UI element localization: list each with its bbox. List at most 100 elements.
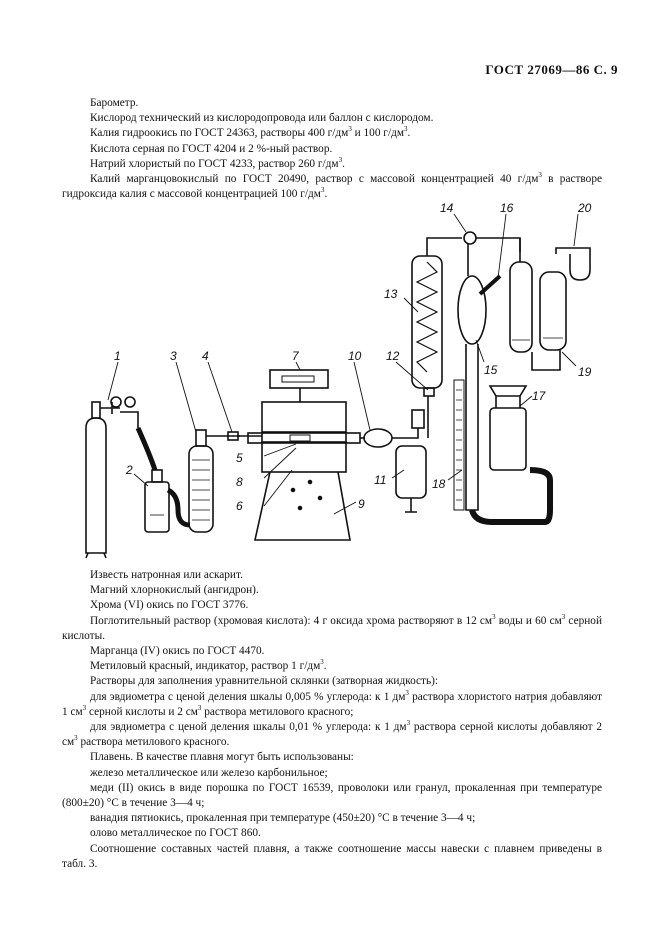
text-run: Калия гидроокись по ГОСТ 24363, растворы… — [90, 127, 349, 140]
paragraph: ванадия пятиокись, прокаленная при темпе… — [62, 811, 602, 826]
callout-label-17: 17 — [532, 389, 547, 403]
superscript: 3 — [538, 171, 542, 180]
paragraph: железо металлическое или железо карбонил… — [62, 766, 602, 781]
wash-bottle — [144, 481, 170, 533]
paragraph: для эвдиометра с ценой деления шкалы 0,0… — [62, 688, 602, 720]
text-run: Известь натронная или аскарит. — [90, 569, 243, 581]
furnace-stand — [254, 471, 351, 541]
text-run: . — [342, 157, 345, 170]
text-run: серной кислоты. — [62, 614, 602, 642]
oxygen-cylinder — [85, 417, 107, 554]
text-run: Растворы для заполнения уравнительной ск… — [90, 675, 439, 688]
callout-label-16: 16 — [500, 201, 514, 215]
callout-label-9: 9 — [358, 497, 365, 511]
superscript: 3 — [82, 704, 87, 713]
text-run: раствора метилового красного; — [201, 705, 354, 718]
text-run: ванадия пятиокись, прокаленная при темпе… — [90, 812, 476, 825]
text-run: С в течение 3—4 ч; — [111, 797, 205, 810]
paragraph: Магний хлорнокислый (ангидрон). — [62, 583, 602, 598]
callout-label-5: 5 — [236, 451, 243, 465]
paragraph: Растворы для заполнения уравнительной ск… — [62, 674, 602, 689]
drying-column — [188, 445, 214, 533]
reagents-list-top: Барометр. Кислород технический из кислоро… — [62, 96, 602, 202]
callout-label-8: 8 — [236, 475, 243, 489]
text-run: раствора метилового красного. — [77, 736, 230, 749]
superscript: 3 — [197, 704, 202, 713]
callout-label-10: 10 — [348, 349, 362, 363]
paragraph: Калий марганцовокислый по ГОСТ 20490, ра… — [62, 172, 602, 202]
text-run: Плавень. В качестве плавня могут быть ис… — [90, 751, 354, 764]
text-run: серной кислоты и 2 см — [86, 705, 198, 718]
paragraph: Кислород технический из кислородопровода… — [62, 111, 602, 126]
paragraph: Марганца (IV) окись по ГОСТ 4470. — [62, 644, 602, 659]
callout-label-1: 1 — [114, 349, 121, 363]
absorber-bulb — [363, 428, 393, 448]
superscript: 3 — [74, 734, 78, 743]
text-run: Магний хлорнокислый (ангидрон). — [90, 584, 259, 597]
paragraph: Хрома (VI) окись по ГОСТ 3776. — [62, 598, 602, 613]
paragraph: Барометр. — [62, 96, 602, 111]
superscript: 3 — [405, 688, 409, 697]
superscript: 3 — [406, 719, 411, 728]
text-run: Соотношение составных частей плавня, а т… — [62, 842, 602, 870]
text-run: Хрома (VI) окись по ГОСТ 3776. — [90, 599, 249, 612]
paragraph: олово металлическое по ГОСТ 860. — [62, 826, 602, 841]
tap-12 — [423, 387, 435, 397]
text-run: Калий марганцовокислый по ГОСТ 20490, ра… — [90, 173, 539, 186]
callout-label-15: 15 — [484, 363, 498, 377]
paragraph: для эвдиометра с ценой деления шкалы 0,0… — [62, 720, 602, 750]
paragraph: Соотношение составных частей плавня, а т… — [62, 842, 602, 872]
paragraph: Кислота серная по ГОСТ 4204 и 2 %-ный ра… — [62, 142, 602, 157]
text-run: Поглотительный раствор (хромовая кислота… — [90, 614, 493, 627]
three-way-tap — [463, 231, 477, 245]
callout-label-12: 12 — [386, 349, 400, 363]
callout-label-13: 13 — [384, 287, 398, 301]
callout-label-14: 14 — [440, 201, 454, 215]
paragraph: меди (II) окись в виде порошка по ГОСТ 1… — [62, 781, 602, 811]
text-run: Метиловый красный, индикатор, раствор 1 … — [90, 660, 321, 673]
paragraph: Плавень. В качестве плавня могут быть ис… — [62, 750, 602, 765]
text-run: Марганца (IV) окись по ГОСТ 4470. — [90, 645, 265, 658]
absorption-burette — [509, 261, 533, 353]
text-run: Натрий хлористый по ГОСТ 4233, раствор 2… — [90, 157, 339, 170]
text-run: в растворе гидроксида калия с массовой к… — [62, 173, 602, 201]
superscript: 3 — [338, 156, 343, 165]
paragraph: Метиловый красный, индикатор, раствор 1 … — [62, 659, 602, 674]
temperature-controller — [269, 369, 329, 389]
superscript: 3 — [320, 186, 325, 195]
callout-label-18: 18 — [432, 477, 446, 491]
superscript: 3 — [320, 658, 324, 667]
page-header: ГОСТ 27069—86 С. 9 — [485, 62, 618, 77]
callout-label-2: 2 — [125, 463, 133, 477]
text-run: воды и 60 см — [495, 614, 562, 627]
text-run: и 100 г/дм — [351, 127, 404, 140]
superscript: 3 — [403, 125, 408, 134]
text-run: Кислород технический из кислородопровода… — [90, 112, 434, 125]
superscript: 3 — [348, 125, 352, 134]
callout-label-6: 6 — [236, 499, 243, 513]
paragraph: Калия гидроокись по ГОСТ 24363, растворы… — [62, 126, 602, 141]
tube-furnace — [261, 401, 347, 433]
text-run: . — [407, 127, 411, 140]
callout-label-11: 11 — [374, 473, 386, 487]
callout-label-4: 4 — [202, 349, 209, 363]
levelling-bottle — [489, 407, 527, 471]
text-run: для эвдиометра с ценой деления шкалы 0,0… — [90, 690, 406, 703]
text-run: . — [323, 660, 327, 673]
text-run: . — [324, 188, 328, 201]
text-run: Барометр. — [90, 97, 139, 109]
text-run: Кислота серная по ГОСТ 4204 и 2 %-ный ра… — [90, 142, 333, 155]
text-run: для эвдиометра с ценой деления шкалы 0,0… — [90, 721, 407, 734]
apparatus-diagram: 1 2 3 4 5 6 7 8 9 10 11 12 13 14 15 16 1… — [85, 201, 592, 559]
text-run: олово металлическое по ГОСТ 860. — [90, 827, 261, 840]
reagents-list-bottom: Известь натронная или аскарит. Магний хло… — [62, 568, 602, 872]
paragraph: Известь натронная или аскарит. — [62, 568, 602, 583]
paragraph: Натрий хлористый по ГОСТ 4233, раствор 2… — [62, 157, 602, 172]
text-run: раствора серной кислоты добавляют 2 см — [62, 721, 602, 749]
paragraph: Поглотительный раствор (хромовая кислота… — [62, 612, 602, 644]
superscript: 3 — [561, 612, 566, 621]
callout-label-3: 3 — [170, 349, 177, 363]
superscript: 3 — [492, 612, 496, 621]
text-run: меди (II) окись в виде порошка по ГОСТ 1… — [62, 781, 602, 810]
eudiometer — [457, 275, 487, 345]
